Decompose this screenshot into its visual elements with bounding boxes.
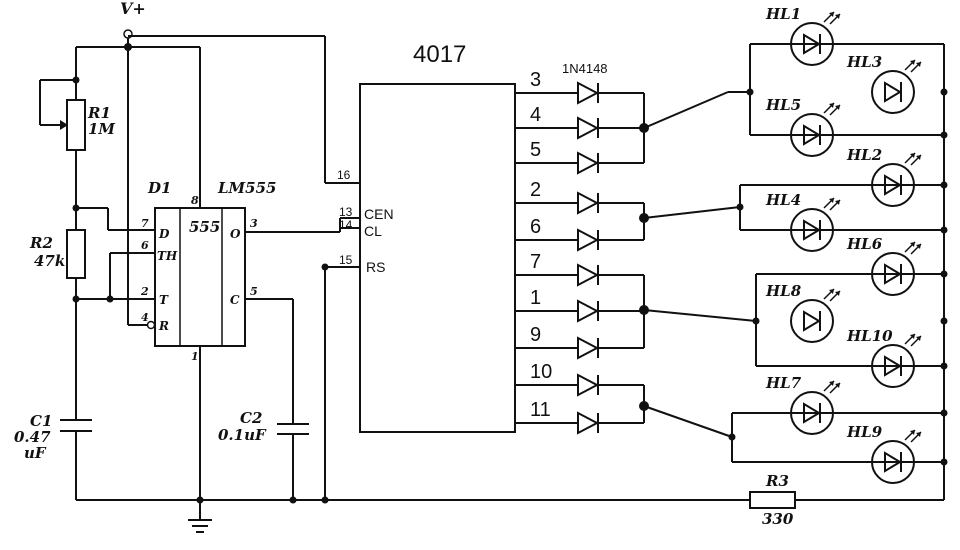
r3-value: 330 [762, 510, 794, 528]
led-hl5: HL5 [765, 96, 841, 157]
c2-capacitor: C2 0.1uF [218, 409, 309, 500]
pin-4: 4 [141, 311, 149, 324]
led-label: HL4 [765, 191, 801, 209]
led-label: HL1 [765, 5, 801, 23]
output-pin-label: 1 [530, 287, 541, 309]
output-pin-label: 4 [530, 104, 541, 126]
output-pin-label: 3 [530, 69, 541, 91]
led-hl8: HL8 [765, 282, 841, 343]
led-label: HL3 [846, 53, 882, 71]
led-label: HL6 [846, 235, 883, 253]
pin-13: 13 [339, 205, 353, 219]
r1-name: R1 [87, 104, 111, 122]
output-pin-label: 6 [530, 216, 541, 238]
diode-row: 9 [515, 324, 644, 360]
timer-part: LM555 [217, 179, 276, 197]
diode-row: 4 [515, 104, 644, 140]
timer-output-wires [199, 217, 360, 520]
vplus-wires [75, 35, 360, 326]
c1-value: 0.47 [14, 428, 51, 446]
led-label: HL9 [846, 423, 883, 441]
r1-value: 1M [88, 120, 115, 138]
led-hl7: HL7 [765, 374, 841, 435]
pin-o-label: O [230, 227, 241, 241]
pin-cen-label: CEN [364, 206, 394, 222]
timer-body-label: 555 [189, 218, 220, 236]
counter-4017-chip: 4017 16 13 14 15 CEN CL RS [337, 41, 516, 433]
pin-5: 5 [250, 285, 258, 298]
pin-1: 1 [191, 350, 199, 363]
ground-symbol [188, 519, 212, 533]
led-hl1: HL1 [765, 5, 841, 66]
r3-resistor: R3 330 [749, 472, 796, 528]
pin-r-label: R [158, 319, 169, 333]
diode-row: 6 [515, 216, 644, 252]
r3-name: R3 [765, 472, 789, 490]
r1-potentiometer: R1 1M [39, 76, 115, 230]
output-pin-label: 9 [530, 324, 541, 346]
pin-t-label: T [159, 293, 169, 307]
pin-6: 6 [141, 239, 149, 252]
r2-value: 47k [34, 252, 65, 270]
diode-row: 7 [515, 251, 644, 287]
pin-cl-label: CL [364, 223, 382, 239]
output-pin-label: 2 [530, 179, 541, 201]
pin-th-label: TH [157, 249, 178, 263]
output-pin-label: 10 [530, 361, 552, 383]
diode-row: 11 [515, 399, 644, 435]
led-hl2: HL2 [846, 146, 922, 207]
r2-resistor: R2 47k [29, 204, 155, 420]
timer-555-chip: 555 D1 LM555 D TH T R O C 7 6 2 4 8 3 5 … [140, 179, 276, 363]
counter-title: 4017 [413, 41, 466, 68]
led-hl10: HL10 [846, 327, 922, 388]
pin-rs-label: RS [366, 259, 385, 275]
diode-row: 1 [515, 287, 644, 323]
pin-14: 14 [339, 218, 353, 232]
led-label: HL8 [765, 282, 802, 300]
led-label: HL10 [846, 327, 893, 345]
output-pin-label: 5 [530, 139, 541, 161]
diode-row: 10 [515, 361, 644, 397]
pin-16: 16 [337, 168, 351, 182]
supply-terminal: V+ [120, 0, 146, 39]
c2-value: 0.1uF [218, 426, 267, 444]
led-label: HL7 [765, 374, 802, 392]
diode-row: 5 [515, 139, 644, 175]
diode-row: 2 [515, 179, 644, 215]
pin-3: 3 [250, 217, 258, 230]
diode-type-label: 1N4148 [562, 61, 608, 76]
timer-designator: D1 [147, 179, 171, 197]
r2-name: R2 [29, 234, 53, 252]
th-trigger-wires [72, 252, 155, 303]
c1-name: C1 [30, 412, 52, 430]
pin-c-label: C [230, 293, 240, 307]
led-label: HL5 [765, 96, 801, 114]
c1-capacitor: C1 0.47 uF [14, 412, 92, 500]
led-label: HL2 [846, 146, 882, 164]
output-pin-label: 11 [530, 399, 551, 421]
led-hl4: HL4 [765, 191, 841, 252]
output-pin-label: 7 [530, 251, 541, 273]
pin-d-label: D [158, 227, 170, 241]
led-hl9: HL9 [846, 423, 922, 484]
diode-array: 3 4 5 2 6 7 1 9 10 11 [515, 69, 649, 435]
pin-7: 7 [141, 217, 149, 230]
pin-8: 8 [191, 194, 199, 207]
supply-label: V+ [120, 0, 146, 18]
diode-row: 3 [515, 69, 644, 105]
pin-2: 2 [140, 285, 149, 298]
c2-name: C2 [240, 409, 262, 427]
pin-15: 15 [339, 253, 353, 267]
led-hl6: HL6 [846, 235, 922, 296]
c1-unit: uF [24, 444, 47, 462]
led-wiring [643, 43, 948, 466]
led-hl3: HL3 [846, 53, 922, 114]
